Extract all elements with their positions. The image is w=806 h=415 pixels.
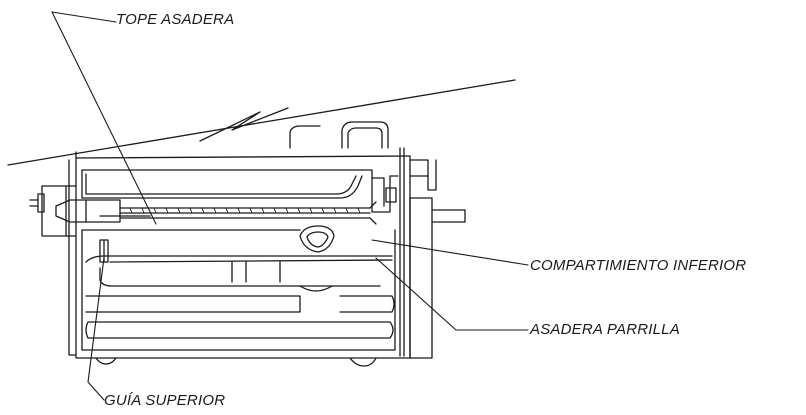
rack-stop: [56, 200, 150, 222]
front-frame: [410, 160, 465, 358]
upper-rail-detail: [290, 122, 388, 148]
lower-tray: [86, 256, 392, 291]
label-guia-superior: GUÍA SUPERIOR: [104, 392, 226, 409]
label-tope-asadera: TOPE ASADERA: [116, 11, 235, 28]
left-frame: [30, 186, 76, 236]
bottom-tray: [86, 296, 394, 338]
lower-compartment: [82, 226, 395, 350]
label-compartimiento-inferior: COMPARTIMIENTO INFERIOR: [530, 257, 747, 274]
oven-body: [69, 148, 410, 366]
leader-lines: [52, 12, 528, 400]
rack-hatch: [130, 208, 360, 213]
label-asadera-parrilla: ASADERA PARRILLA: [530, 321, 680, 338]
grill-rack: [120, 202, 376, 224]
upper-tray: [82, 170, 398, 212]
break-line: [8, 80, 515, 165]
